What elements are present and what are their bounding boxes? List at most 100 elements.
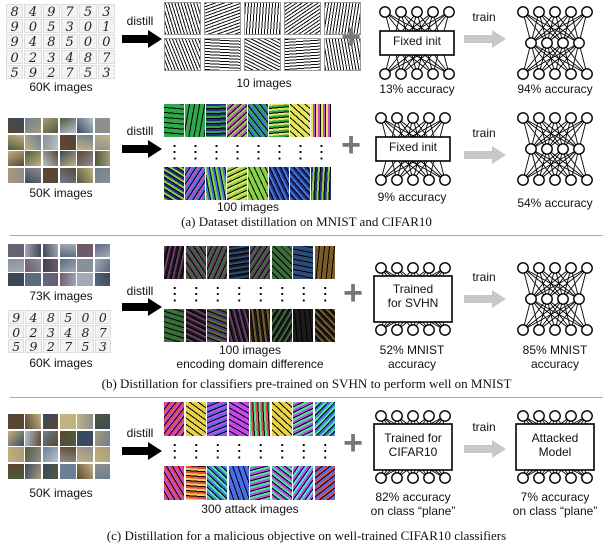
- ellipsis-dots: ⋮: [294, 441, 313, 461]
- accuracy-after-label: 54% accuracy: [517, 196, 593, 210]
- image-tile: [8, 463, 24, 479]
- network-node: [581, 112, 593, 124]
- digit-cell: 5: [79, 64, 97, 81]
- network-edge: [530, 11, 572, 44]
- network-node: [423, 410, 435, 422]
- network-edge: [538, 148, 580, 181]
- distilled-image-tile: [324, 2, 361, 35]
- network-box-label: Attacked: [531, 431, 579, 445]
- digit-cell: 8: [77, 324, 94, 339]
- image-tile: [60, 134, 76, 150]
- distilled-image-tile: [284, 38, 321, 71]
- ellipsis-dots: ⋮: [270, 142, 289, 162]
- train-arrow: [464, 290, 506, 308]
- distilled-image-tile: [293, 402, 313, 436]
- image-tile: [42, 447, 59, 462]
- image-tile: [60, 258, 76, 272]
- digit-cell: 3: [61, 19, 79, 35]
- network-edge: [522, 298, 548, 331]
- svhn-source-label: 73K images: [29, 289, 93, 303]
- network-edge: [530, 117, 588, 150]
- distilled-image-tile: [324, 38, 361, 71]
- network-node: [395, 68, 407, 80]
- image-tile: [60, 414, 76, 429]
- digit-cell: 3: [42, 49, 60, 66]
- image-tile: [8, 244, 24, 258]
- distilled-image-tile: [164, 167, 184, 200]
- image-tile: [77, 463, 94, 479]
- network-node: [517, 410, 529, 422]
- network-node: [541, 37, 553, 49]
- network-node: [439, 472, 451, 484]
- network-node: [557, 37, 569, 49]
- image-tile: [60, 463, 76, 479]
- digit-cell: 7: [61, 4, 79, 20]
- distilled-image-tile: [164, 309, 184, 342]
- distilled-count-label: 300 attack images: [201, 502, 299, 516]
- digit-cell: 8: [42, 310, 59, 325]
- network-node: [375, 324, 387, 336]
- distilled-image-tile: [314, 246, 335, 279]
- train-label: train: [472, 420, 496, 434]
- distilled-count-label: 10 images: [236, 76, 292, 90]
- image-tile: [60, 118, 76, 133]
- image-tile: [42, 167, 59, 183]
- image-tile: [25, 167, 42, 183]
- network-node: [581, 324, 593, 336]
- network-edge: [530, 11, 556, 44]
- distill-arrow: [122, 30, 162, 48]
- network-trained: [517, 262, 593, 336]
- image-tile: [42, 463, 59, 479]
- network-edge: [546, 117, 588, 150]
- network-edge: [554, 148, 580, 181]
- image-tile: [77, 134, 94, 150]
- train-label: train: [472, 126, 496, 140]
- digit-cell: 0: [77, 310, 94, 325]
- distilled-image-tile: [290, 167, 310, 200]
- network-box-label: CIFAR10: [388, 445, 438, 459]
- digit-cell: 2: [24, 49, 42, 66]
- distill-label: distill: [126, 14, 154, 28]
- distilled-image-tile: [271, 402, 292, 436]
- cifar-source-label: 50K images: [29, 186, 93, 200]
- accuracy-after-label: on class “plane”: [512, 504, 598, 518]
- network-node: [533, 174, 545, 186]
- image-tile: [42, 273, 59, 287]
- image-tile: [77, 273, 94, 287]
- network-node: [533, 324, 545, 336]
- plus-icon: +: [341, 126, 361, 164]
- network-edge: [538, 42, 580, 75]
- network-node: [427, 68, 439, 80]
- digit-cell: 5: [6, 64, 24, 81]
- ellipsis-dots: ⋮: [208, 441, 227, 461]
- image-tile: [94, 151, 111, 166]
- network-node: [565, 6, 577, 18]
- network-node: [375, 472, 387, 484]
- network-node: [407, 324, 419, 336]
- digit-cell: 0: [24, 19, 42, 35]
- distilled-image-tile: [271, 246, 292, 279]
- caption-b: (b) Distillation for classifiers pre-tra…: [101, 376, 512, 391]
- ellipsis-dots: ⋮: [249, 142, 268, 162]
- digit-cell: 5: [61, 34, 79, 50]
- distilled-image-tile: [227, 167, 247, 200]
- distilled-image-tile: [293, 466, 313, 500]
- network-fixed-init: [375, 112, 451, 186]
- image-tile: [77, 151, 94, 166]
- ellipsis-dots: ⋮: [251, 441, 270, 461]
- mnist-source-label: 60K images: [29, 356, 93, 370]
- network-node: [549, 112, 561, 124]
- network-box-label: Model: [538, 445, 572, 459]
- network-node: [391, 262, 403, 274]
- distilled-image-tile: [185, 402, 206, 436]
- image-tile: [42, 118, 59, 133]
- network-label-box: [375, 136, 451, 162]
- ellipsis-dots: ⋮: [228, 142, 247, 162]
- ellipsis-dots: ⋮: [207, 142, 226, 162]
- network-edge: [562, 11, 588, 44]
- network-node: [411, 6, 423, 18]
- ellipsis-dots: ⋮: [273, 441, 292, 461]
- digit-cell: 9: [6, 34, 24, 50]
- network-trained-cifar: [373, 410, 453, 484]
- ellipsis-dots: ⋮: [186, 142, 205, 162]
